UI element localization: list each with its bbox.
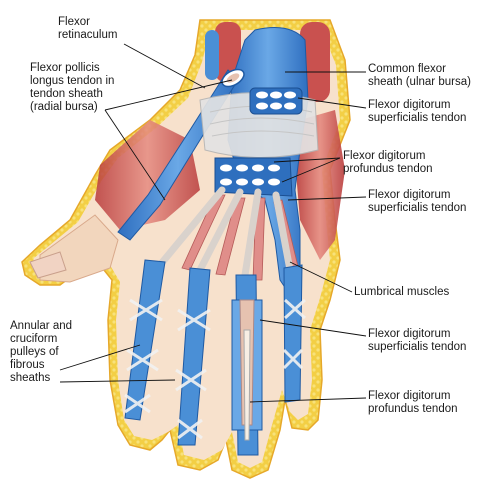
flexor-tendons-palm bbox=[156, 186, 294, 279]
label-fds-tendon-3: Flexor digitorum superficialis tendon bbox=[368, 328, 467, 353]
pulleys bbox=[124, 298, 307, 440]
palm-cross-section bbox=[214, 157, 293, 197]
label-flexor-pollicis-longus: Flexor pollicis longus tendon in tendon … bbox=[30, 62, 115, 113]
opened-sheath bbox=[231, 299, 263, 441]
label-fds-tendon-2: Flexor digitorum superficialis tendon bbox=[368, 189, 467, 214]
thenar-muscles bbox=[95, 120, 200, 230]
label-flexor-retinaculum: Flexor retinaculum bbox=[58, 16, 118, 41]
label-lumbrical-muscles: Lumbrical muscles bbox=[354, 286, 450, 298]
label-annular-cruciform: Annular and cruciform pulleys of fibrous… bbox=[10, 320, 73, 384]
label-fds-tendon-1: Flexor digitorum superficialis tendon bbox=[368, 99, 467, 124]
label-fdp-tendon-2: Flexor digitorum profundus tendon bbox=[368, 390, 458, 415]
carpal-tunnel-cross-section bbox=[249, 87, 303, 115]
thumbnail bbox=[29, 251, 67, 279]
label-common-flexor-sheath: Common flexor sheath (ulnar bursa) bbox=[368, 63, 471, 88]
leader-lines bbox=[59, 43, 367, 403]
label-fdp-tendon-1: Flexor digitorum profundus tendon bbox=[343, 150, 433, 175]
